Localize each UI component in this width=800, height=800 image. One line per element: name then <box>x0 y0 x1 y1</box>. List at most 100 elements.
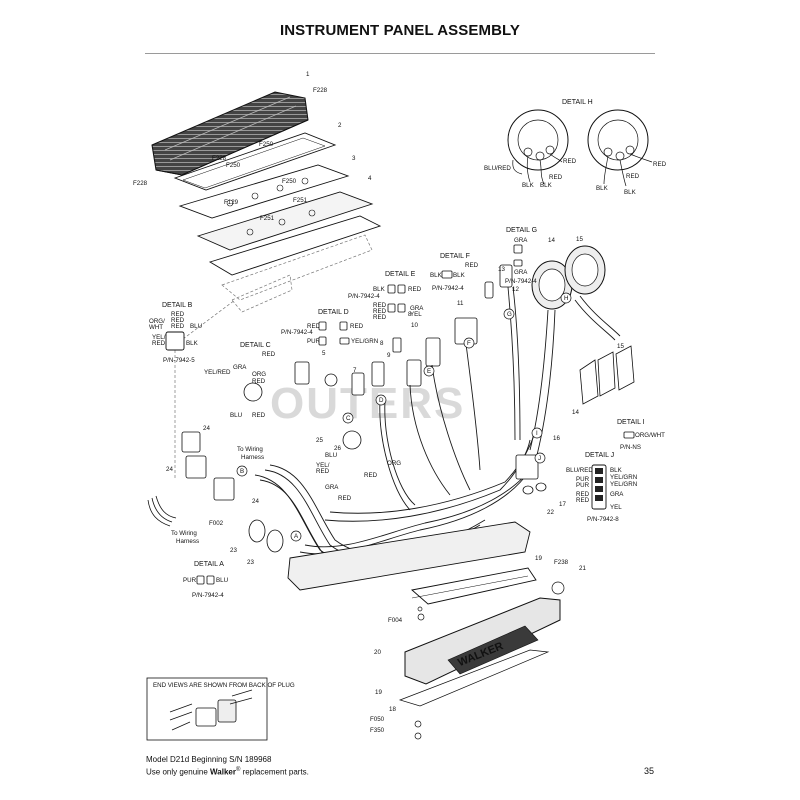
callout-11: 11 <box>457 300 464 307</box>
callout-8a: 8 <box>408 311 412 318</box>
detail-e-title: DETAIL E <box>385 271 416 278</box>
fastener-f250a: F250 <box>226 162 241 169</box>
callout-15b: 15 <box>617 343 624 350</box>
detail-e: DETAIL E BLK RED RED RED GRA YEL RED P/N… <box>348 271 424 321</box>
callout-3: 3 <box>352 155 356 162</box>
detail-f-title: DETAIL F <box>440 253 470 260</box>
svg-text:RED: RED <box>373 314 387 321</box>
connector-letter-text: A B C D E F G H I J <box>240 295 568 540</box>
harness-labels: To Wiring Harness To Wiring Harness <box>171 446 264 545</box>
callout-23: 23 <box>230 547 237 554</box>
lower-cover-part-22 <box>287 521 531 591</box>
letter-c: C <box>346 415 351 422</box>
detail-j: DETAIL J BLU/RED PUR PUR RED RED BLK YEL… <box>566 452 637 523</box>
detail-g: DETAIL G GRA GRA P/N-7942-4 <box>505 227 537 285</box>
callout-13: 13 <box>498 266 505 273</box>
page-title: INSTRUMENT PANEL ASSEMBLY <box>279 22 521 39</box>
walker-faceplate-part-20: WALKER <box>404 597 561 685</box>
svg-text:P/N-7942-4: P/N-7942-4 <box>281 329 313 336</box>
svg-text:P/N-7942-4: P/N-7942-4 <box>348 293 380 300</box>
svg-text:RED: RED <box>373 302 387 309</box>
svg-text:RED: RED <box>626 173 640 180</box>
callout-1: 1 <box>306 71 310 78</box>
fastener-f228b: F228 <box>212 155 227 162</box>
svg-text:BLK: BLK <box>186 340 199 347</box>
part-number-callouts: 1 2 3 4 5 7 8 8 9 10 11 12 13 14 14 15 1… <box>166 71 624 713</box>
callout-2: 2 <box>338 122 342 129</box>
gasket-part-2 <box>173 132 337 191</box>
detail-f: DETAIL F RED BLK BLK P/N-7942-4 <box>430 253 479 292</box>
svg-text:PUR: PUR <box>576 482 590 489</box>
svg-text:RED: RED <box>262 351 276 358</box>
callout-14b: 14 <box>572 409 579 416</box>
svg-text:YEL/GRN: YEL/GRN <box>610 481 637 488</box>
fastener-f050: F050 <box>370 716 385 723</box>
svg-text:BLU: BLU <box>216 577 228 584</box>
dash-frame-outline <box>174 234 373 480</box>
svg-text:GRA: GRA <box>610 491 624 498</box>
callout-19: 19 <box>535 555 542 562</box>
fastener-f002: F002 <box>209 520 224 527</box>
fastener-f129: F129 <box>224 199 239 206</box>
svg-text:RED: RED <box>576 497 590 504</box>
detail-i-title: DETAIL I <box>617 419 645 426</box>
relays-part-24 <box>147 431 235 527</box>
svg-text:RED: RED <box>171 311 185 318</box>
callout-7: 7 <box>353 367 357 374</box>
svg-text:BLK: BLK <box>610 467 623 474</box>
callout-5: 5 <box>322 350 326 357</box>
svg-text:RED: RED <box>350 323 364 330</box>
to-wiring-1: To Wiring <box>237 446 263 453</box>
svg-text:PUR: PUR <box>576 476 590 483</box>
svg-text:RED: RED <box>465 262 479 269</box>
svg-text:GRA: GRA <box>410 305 424 312</box>
model-line: Model D21d Beginning S/N 189968 <box>146 755 272 764</box>
harness-1: Harness <box>241 454 264 461</box>
lower-panel-part-4 <box>196 191 382 276</box>
letter-a: A <box>294 533 299 540</box>
svg-text:BLK: BLK <box>596 185 609 192</box>
bracket-part-14 <box>579 345 635 405</box>
wire-gra: GRA <box>325 484 339 491</box>
svg-text:RED: RED <box>252 412 266 419</box>
callout-17: 17 <box>559 501 566 508</box>
fastener-f250b: F250 <box>259 141 274 148</box>
letter-d: D <box>379 397 384 404</box>
svg-text:RED: RED <box>576 491 590 498</box>
wire-yel: YEL/ <box>316 462 330 469</box>
fastener-f228c: F228 <box>133 180 148 187</box>
svg-text:GRA: GRA <box>233 364 247 371</box>
detail-d-title: DETAIL D <box>318 309 349 316</box>
wire-org: ORG <box>387 460 401 467</box>
end-view-inset: END VIEWS ARE SHOWN FROM BACK OF PLUG <box>146 677 295 741</box>
center-wire-labels: BLU YEL/ RED GRA RED ORG RED <box>316 452 401 502</box>
svg-text:BLU/RED: BLU/RED <box>566 467 593 474</box>
watermark-text: OUTERS <box>270 379 465 428</box>
callout-15: 15 <box>576 236 583 243</box>
detail-h-gauges <box>507 109 653 187</box>
detail-i: DETAIL I ORG/WHT P/N-NS <box>617 419 665 451</box>
callout-8b: 8 <box>380 340 384 347</box>
svg-text:ORG/WHT: ORG/WHT <box>635 432 665 439</box>
letter-b: B <box>240 468 244 475</box>
fastener-f251a: F251 <box>293 197 308 204</box>
callout-18: 18 <box>389 706 396 713</box>
replacement-notice: Use only genuine Walker® replacement par… <box>146 767 309 777</box>
callout-22: 22 <box>547 509 554 516</box>
dash-pod-part-1 <box>151 91 309 176</box>
svg-text:BLU/RED: BLU/RED <box>484 165 511 172</box>
svg-text:GRA: GRA <box>514 269 528 276</box>
fastener-f238: F238 <box>554 559 569 566</box>
letter-e: E <box>427 368 431 375</box>
fastener-f250c: F250 <box>282 178 297 185</box>
svg-text:P/N-7942-4: P/N-7942-4 <box>192 592 224 599</box>
detail-h-title: DETAIL H <box>562 99 593 106</box>
fastener-callouts: F228 F228 F250 F228 F250 F250 F129 F251 … <box>133 87 569 734</box>
callout-26: 26 <box>334 445 341 452</box>
switch-components <box>248 264 513 553</box>
svg-text:RED: RED <box>307 323 321 330</box>
svg-text:BLK: BLK <box>430 272 443 279</box>
svg-text:PUR: PUR <box>183 577 197 584</box>
callout-24c: 24 <box>203 425 210 432</box>
svg-text:ORG: ORG <box>252 371 266 378</box>
